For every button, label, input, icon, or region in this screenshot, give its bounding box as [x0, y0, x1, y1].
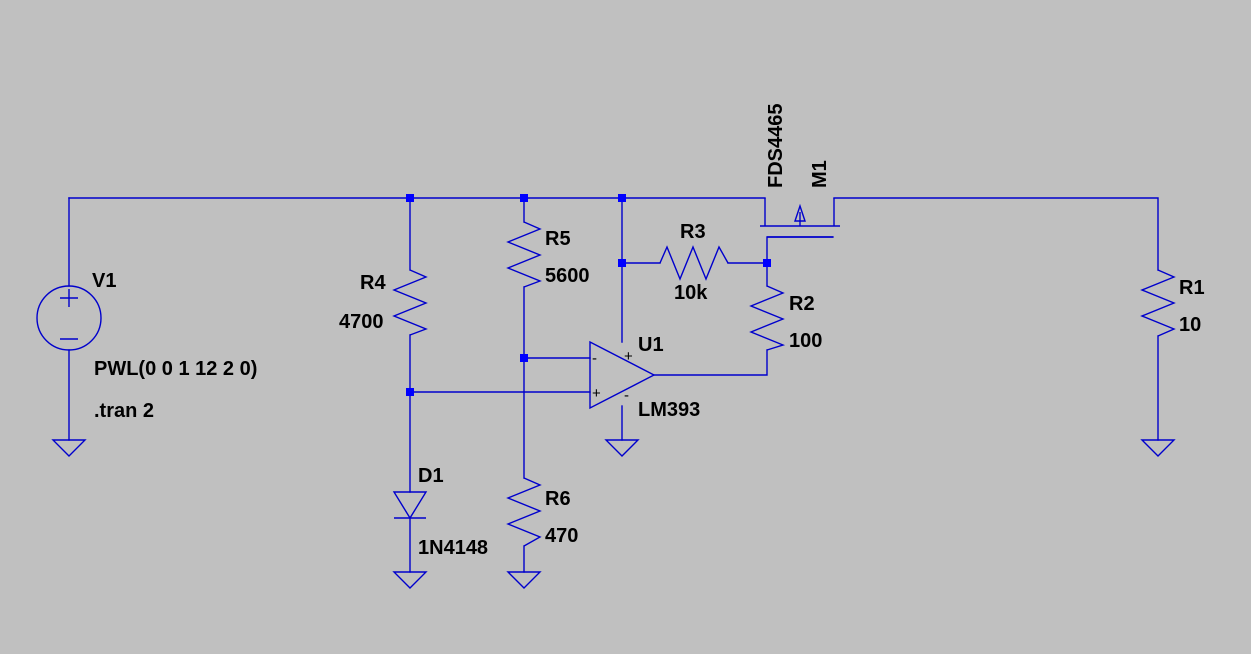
diode-d1[interactable]: D1 1N4148 — [392, 465, 488, 559]
mosfet-m1[interactable]: FDS4465 M1 — [760, 104, 840, 238]
plus-sign-icon — [60, 289, 78, 307]
resistor-zigzag-icon — [1140, 269, 1176, 337]
resistor-r3[interactable]: R3 10k — [659, 221, 729, 304]
junction-dot — [618, 194, 626, 202]
junctions — [406, 194, 771, 396]
r6-value-label: 470 — [545, 525, 578, 547]
v1-value-label: PWL(0 0 1 12 2 0) — [94, 358, 257, 380]
body-diode-arrow-icon — [794, 203, 806, 222]
resistor-zigzag-icon — [506, 221, 542, 288]
d1-ref-label: D1 — [418, 465, 444, 487]
resistor-r1[interactable]: R1 10 — [1140, 269, 1205, 337]
resistor-zigzag-icon — [749, 285, 786, 351]
resistor-r5[interactable]: R5 5600 — [506, 221, 590, 288]
resistor-zigzag-icon — [506, 477, 542, 547]
resistor-r6[interactable]: R6 470 — [506, 477, 578, 547]
junction-dot — [520, 194, 528, 202]
tran-directive[interactable]: .tran 2 — [94, 400, 154, 422]
u1-supply-minus-label: - — [624, 387, 629, 404]
r1-ref-label: R1 — [1179, 277, 1205, 299]
u1-supply-plus-label: + — [624, 348, 633, 365]
ground-icon[interactable] — [506, 571, 542, 589]
resistor-r2[interactable]: R2 100 — [749, 285, 822, 352]
r5-value-label: 5600 — [545, 265, 590, 287]
r2-ref-label: R2 — [789, 293, 815, 315]
resistor-r4[interactable]: R4 4700 — [339, 269, 428, 336]
resistor-zigzag-icon — [659, 245, 729, 281]
u1-minus-pin-label: - — [592, 350, 597, 367]
junction-dot — [406, 194, 414, 202]
opamp-triangle-icon — [589, 340, 656, 410]
junction-dot — [406, 388, 414, 396]
ground-icon[interactable] — [604, 439, 640, 457]
ground-icon[interactable] — [1140, 439, 1176, 457]
diode-triangle-icon — [392, 491, 428, 520]
u1-value-label: LM393 — [638, 399, 700, 421]
r6-ref-label: R6 — [545, 488, 571, 510]
r3-value-label: 10k — [674, 282, 708, 304]
source-circle — [36, 285, 102, 351]
wires — [68, 197, 1159, 573]
v1-ref-label: V1 — [92, 270, 116, 292]
wire-output[interactable] — [653, 349, 768, 376]
u1-plus-pin-label: + — [592, 385, 601, 402]
junction-dot — [763, 259, 771, 267]
r4-ref-label: R4 — [360, 272, 386, 294]
resistor-zigzag-icon — [392, 269, 428, 336]
wire-top-rail-right[interactable] — [833, 197, 1159, 271]
r4-value-label: 4700 — [339, 311, 384, 333]
junction-dot — [520, 354, 528, 362]
ground-icon[interactable] — [392, 571, 428, 589]
comparator-u1[interactable]: - + + - U1 LM393 — [589, 334, 700, 421]
junction-dot — [618, 259, 626, 267]
m1-ref-label: M1 — [809, 160, 831, 188]
r2-value-label: 100 — [789, 330, 822, 352]
voltage-source-v1[interactable]: V1 PWL(0 0 1 12 2 0) .tran 2 — [36, 270, 257, 422]
grounds — [51, 439, 1176, 589]
wire-gate[interactable] — [766, 236, 834, 264]
u1-ref-label: U1 — [638, 334, 664, 356]
m1-value-label: FDS4465 — [765, 104, 787, 189]
d1-value-label: 1N4148 — [418, 537, 488, 559]
ground-icon[interactable] — [51, 439, 87, 457]
r3-ref-label: R3 — [680, 221, 706, 243]
r1-value-label: 10 — [1179, 314, 1201, 336]
r5-ref-label: R5 — [545, 228, 571, 250]
